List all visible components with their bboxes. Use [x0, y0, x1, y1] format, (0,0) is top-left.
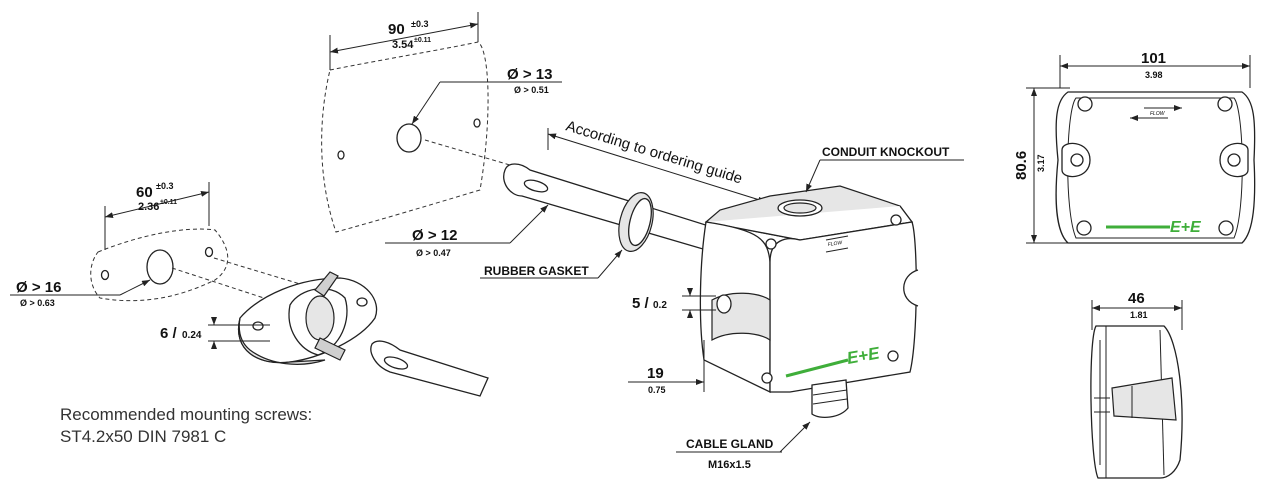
- dim-90-mm: 90: [388, 21, 405, 38]
- svg-text:1.81: 1.81: [1130, 310, 1148, 320]
- svg-text:19: 19: [647, 365, 664, 382]
- svg-text:5 /: 5 /: [632, 295, 650, 312]
- svg-text:FLOW: FLOW: [827, 240, 843, 248]
- svg-text:6 /: 6 /: [160, 325, 178, 342]
- dimension-duct-hole-dia: Ø > 13 Ø > 0.51: [411, 66, 562, 125]
- dimension-flange-hole-spacing: 60 ±0.3 2.36 ±0.11: [104, 181, 210, 250]
- housing-side-view: 46 1.81: [1090, 290, 1183, 479]
- duct-screw-hole-right: [473, 118, 481, 128]
- svg-text:±0.3: ±0.3: [156, 181, 173, 191]
- flange-center-hole: [146, 249, 174, 285]
- svg-text:Ø > 0.63: Ø > 0.63: [20, 298, 55, 308]
- svg-text:According to ordering guide: According to ordering guide: [564, 118, 744, 188]
- dimension-gasket-offset: 5 / 0.2: [632, 288, 716, 318]
- svg-text:80.6: 80.6: [1013, 151, 1030, 180]
- svg-text:2.36: 2.36: [138, 201, 159, 213]
- svg-text:101: 101: [1141, 50, 1166, 67]
- mounting-flange: [237, 271, 378, 365]
- svg-text:FLOW: FLOW: [1150, 111, 1166, 117]
- dimension-flange-thickness: 6 / 0.24: [160, 317, 270, 349]
- svg-text:0.75: 0.75: [648, 385, 666, 395]
- svg-text:±0.11: ±0.11: [414, 37, 431, 44]
- flange-plate-outline: [90, 228, 321, 302]
- mounting-screw-note: Recommended mounting screws: ST4.2x50 DI…: [60, 404, 312, 448]
- rubber-gasket: RUBBER GASKET: [480, 192, 654, 279]
- duct-wall-outline: [321, 41, 521, 233]
- svg-text:Ø > 16: Ø > 16: [16, 279, 61, 296]
- dimension-duct-hole-spacing: 90 ±0.3 3.54 ±0.11: [329, 12, 479, 70]
- svg-text:46: 46: [1128, 290, 1145, 307]
- label-cable-gland: CABLE GLAND M16x1.5: [676, 421, 811, 471]
- transmitter-housing: FLOW E+E: [699, 185, 919, 419]
- svg-text:Ø > 0.51: Ø > 0.51: [514, 85, 549, 95]
- svg-text:CONDUIT KNOCKOUT: CONDUIT KNOCKOUT: [822, 145, 950, 159]
- svg-text:RUBBER GASKET: RUBBER GASKET: [484, 264, 589, 278]
- svg-text:0.24: 0.24: [182, 330, 202, 341]
- dimension-flange-hole-dia: Ø > 16 Ø > 0.63: [10, 279, 151, 308]
- duct-probe-hole: [396, 123, 422, 153]
- probe-tip-lower: [370, 340, 489, 397]
- label-conduit-knockout: CONDUIT KNOCKOUT: [805, 145, 964, 193]
- svg-text:Ø > 0.47: Ø > 0.47: [416, 248, 451, 258]
- svg-text:±0.11: ±0.11: [160, 199, 177, 206]
- note-line-2: ST4.2x50 DIN 7981 C: [60, 427, 227, 446]
- svg-text:Ø > 12: Ø > 12: [412, 227, 457, 244]
- svg-text:3.54: 3.54: [392, 39, 414, 51]
- housing-front-view: 101 3.98 80.6 3.17 FLOW E+E: [1013, 50, 1256, 244]
- svg-text:CABLE GLAND: CABLE GLAND: [686, 437, 774, 451]
- svg-text:3.17: 3.17: [1036, 154, 1046, 172]
- svg-text:3.98: 3.98: [1145, 70, 1163, 80]
- svg-text:±0.3: ±0.3: [411, 19, 428, 29]
- svg-text:M16x1.5: M16x1.5: [708, 459, 751, 471]
- note-line-1: Recommended mounting screws:: [60, 405, 313, 424]
- probe: [503, 163, 729, 255]
- svg-text:Ø > 13: Ø > 13: [507, 66, 552, 83]
- front-view-logo: E+E: [1170, 219, 1202, 236]
- dimension-lug-depth: 19 0.75: [628, 340, 705, 395]
- duct-screw-hole-left: [337, 150, 345, 160]
- svg-text:0.2: 0.2: [653, 300, 667, 311]
- dimension-probe-dia: Ø > 12 Ø > 0.47: [385, 204, 549, 258]
- svg-text:60: 60: [136, 184, 153, 201]
